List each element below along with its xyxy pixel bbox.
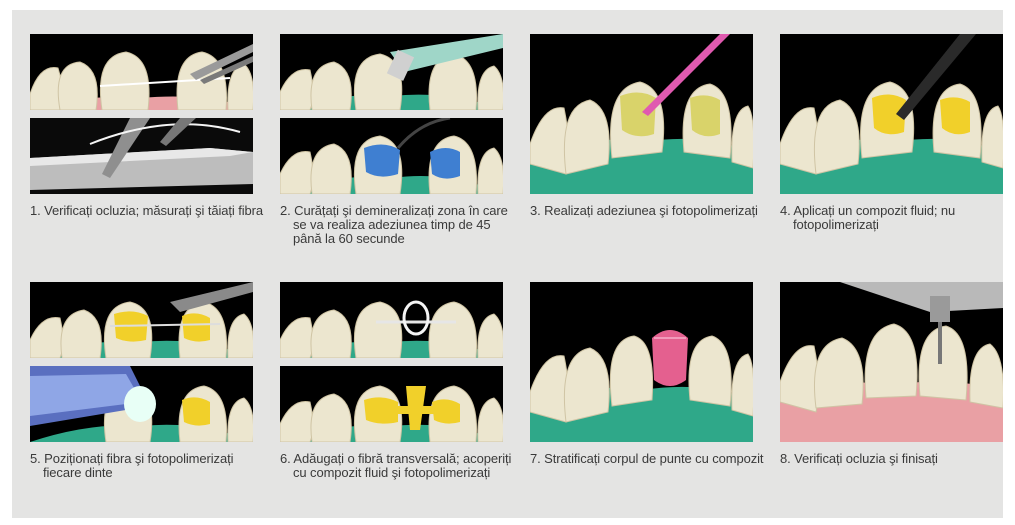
- fiber-placement-image: [30, 282, 253, 358]
- step-7-caption: 7. Stratificați corpul de punte cu compo…: [530, 452, 771, 466]
- light-curing-image: [30, 366, 253, 442]
- step-4-caption: 4. Aplicați un compozit fluid; nu fotopo…: [780, 204, 1015, 232]
- step-2-caption: 2. Curățați şi demineralizați zona în ca…: [280, 204, 521, 246]
- flowable-composite-image: [780, 34, 1003, 194]
- transverse-fiber-image: [280, 282, 503, 358]
- step-1-caption: 1. Verificați ocluzia; măsurați şi tăiaț…: [30, 204, 271, 218]
- teeth-fiber-tweezers-image: [30, 34, 253, 110]
- etched-teeth-blue-image: [280, 118, 503, 194]
- pontic-layering-image: [530, 282, 753, 442]
- step-8-caption: 8. Verificați ocluzia şi finisați: [780, 452, 1015, 466]
- step-6-caption: 6. Adăugați o fibră transversală; acoper…: [280, 452, 521, 480]
- fiber-covered-composite-image: [280, 366, 503, 442]
- adhesive-brush-image: [530, 34, 753, 194]
- step-5-caption: 5. Poziționați fibra şi fotopolimerizați…: [30, 452, 271, 480]
- finishing-bur-image: [780, 282, 1003, 442]
- fiber-cutting-image: [30, 118, 253, 194]
- etching-syringe-image: [280, 34, 503, 110]
- step-3-caption: 3. Realizați adeziunea şi fotopolimeriza…: [530, 204, 771, 218]
- instructions-panel: 1. Verificați ocluzia; măsurați şi tăiaț…: [12, 10, 1003, 518]
